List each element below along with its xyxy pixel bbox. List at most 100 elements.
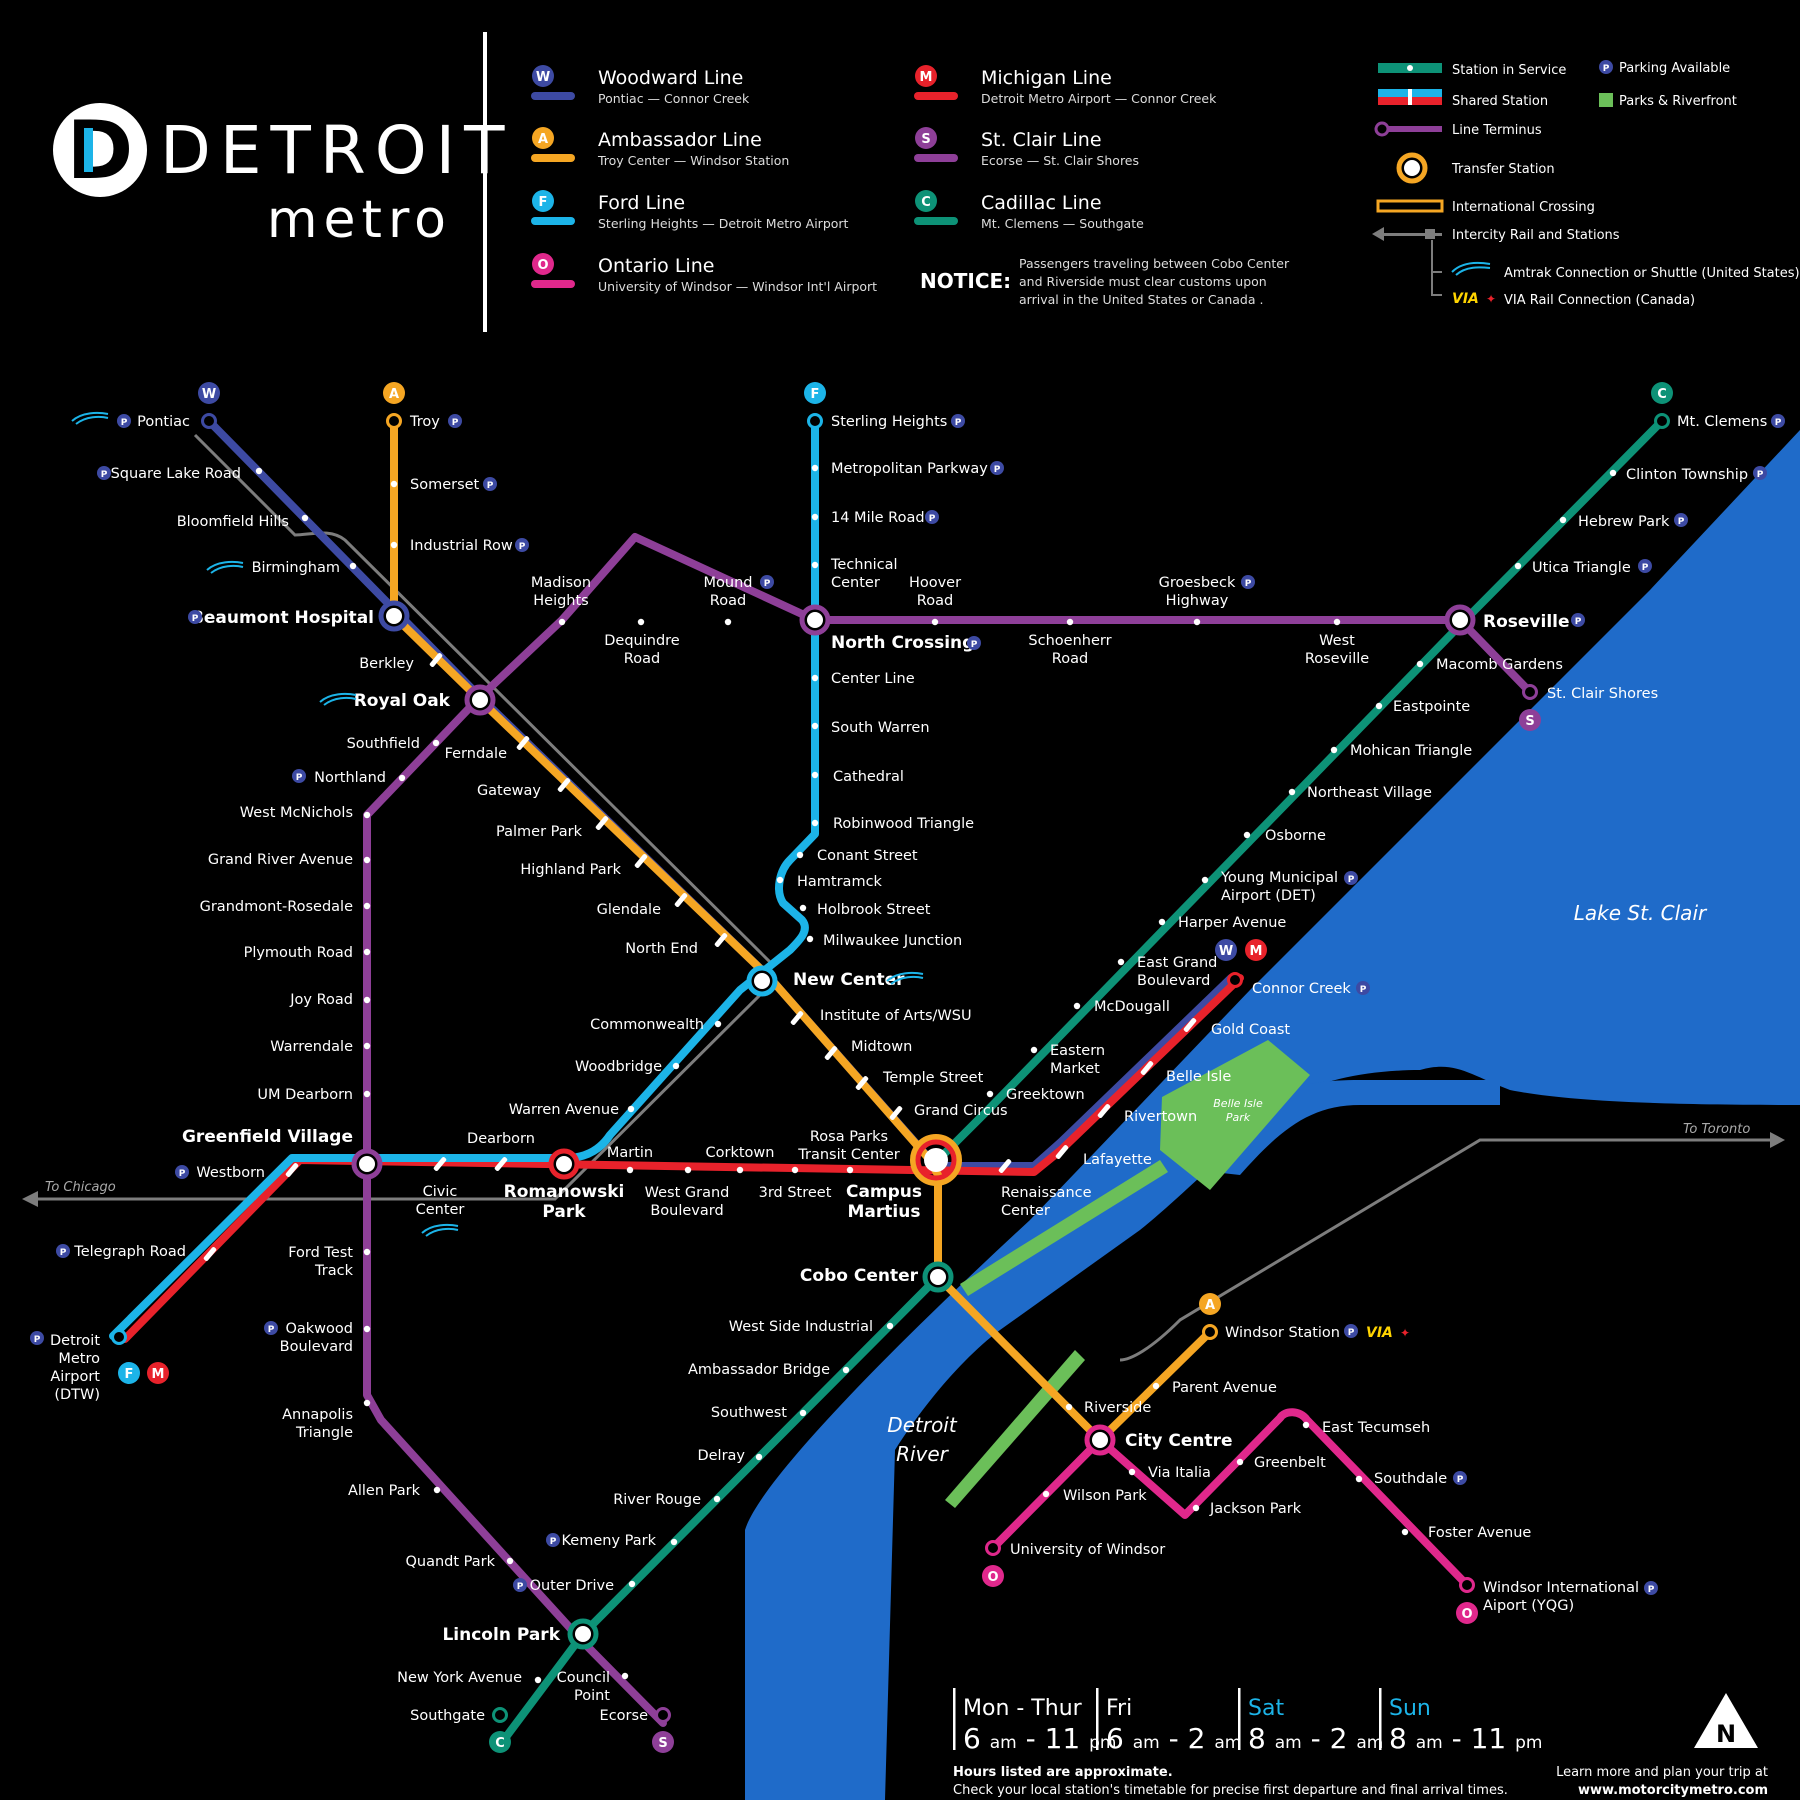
station-plymouth-road[interactable]: Plymouth Road	[244, 945, 371, 961]
station-conant-street[interactable]: Conant Street	[796, 848, 918, 864]
station-midtown[interactable]: Midtown	[824, 1039, 912, 1061]
station-osborne[interactable]: Osborne	[1243, 828, 1326, 844]
station-hamtramck[interactable]: Hamtramck	[776, 874, 883, 890]
station-um-dearborn[interactable]: UM Dearborn	[257, 1087, 371, 1103]
station-gateway[interactable]: Gateway	[477, 777, 571, 799]
station-south-warren[interactable]: South Warren	[811, 720, 930, 736]
station-ambassador-bridge[interactable]: Ambassador Bridge	[688, 1362, 850, 1378]
station-ferndale[interactable]: Ferndale	[445, 735, 530, 762]
station-harper-avenue[interactable]: Harper Avenue	[1158, 915, 1287, 931]
station-mohican-triangle[interactable]: Mohican Triangle	[1330, 743, 1472, 759]
station-southwest[interactable]: Southwest	[711, 1405, 807, 1421]
station-joy-road[interactable]: Joy Road	[289, 992, 371, 1008]
station-birmingham[interactable]: Birmingham	[252, 560, 357, 576]
station-delray[interactable]: Delray	[697, 1448, 763, 1464]
station-new-york-avenue[interactable]: New York Avenue	[397, 1670, 542, 1686]
station-lincoln-park[interactable]: Lincoln Park	[442, 1618, 599, 1650]
station-rivertown[interactable]: Rivertown	[1097, 1103, 1197, 1125]
station-via-italia[interactable]: Via Italia	[1128, 1465, 1211, 1481]
station-west-mcnichols[interactable]: West McNichols	[240, 805, 371, 821]
station-glendale[interactable]: Glendale	[597, 892, 688, 918]
station-warrendale[interactable]: Warrendale	[270, 1039, 371, 1055]
station-bloomfield-hills[interactable]: Bloomfield Hills	[177, 514, 309, 530]
station-center-line[interactable]: Center Line	[811, 671, 915, 687]
station-lafayette[interactable]: Lafayette	[1055, 1144, 1152, 1168]
station-northeast-village[interactable]: Northeast Village	[1288, 785, 1432, 801]
station-berkley[interactable]: Berkley	[359, 652, 443, 672]
station-parent-avenue[interactable]: Parent Avenue	[1152, 1380, 1277, 1396]
station-riverside[interactable]: Riverside	[1065, 1400, 1152, 1416]
station-warren-avenue[interactable]: Warren Avenue	[509, 1102, 635, 1118]
station-jackson-park[interactable]: Jackson Park	[1192, 1501, 1302, 1517]
station-institute-of-arts[interactable]: Institute of Arts/WSU	[790, 1008, 972, 1026]
station-north-end[interactable]: North End	[625, 932, 728, 957]
station-foster-avenue[interactable]: Foster Avenue	[1401, 1525, 1532, 1541]
station-eastpointe[interactable]: Eastpointe	[1375, 699, 1470, 715]
station-quandt-park[interactable]: Quandt Park	[405, 1554, 514, 1570]
station-cobo-center[interactable]: Cobo Center	[800, 1261, 954, 1293]
station-ecorse[interactable]: Ecorse	[600, 1707, 671, 1724]
station-royal-oak[interactable]: Royal Oak	[354, 684, 496, 716]
station-university-of-windsor[interactable]: University of Windsor	[985, 1540, 1166, 1559]
station-grand-river-avenue[interactable]: Grand River Avenue	[208, 852, 371, 868]
station-palmer-park[interactable]: Palmer Park	[496, 815, 609, 840]
station-belle-isle[interactable]: Belle Isle	[1140, 1060, 1231, 1085]
station-commonwealth[interactable]: Commonwealth	[590, 1017, 722, 1033]
station-city-centre[interactable]: City Centre	[1084, 1424, 1233, 1456]
station-st-clair-shores[interactable]: St. Clair Shores	[1522, 684, 1659, 703]
station-robinwood-triangle[interactable]: Robinwood Triangle	[811, 816, 974, 832]
station-3rd-street[interactable]: 3rd Street	[759, 1166, 832, 1201]
station-wilson-park[interactable]: Wilson Park	[1042, 1488, 1147, 1504]
station-allen-park[interactable]: Allen Park	[348, 1483, 441, 1499]
station-gold-coast[interactable]: Gold Coast	[1183, 1017, 1290, 1038]
station-highland-park[interactable]: Highland Park	[520, 853, 648, 878]
station-cathedral[interactable]: Cathedral	[811, 769, 904, 785]
station-southfield[interactable]: Southfield	[347, 736, 440, 752]
station-river-rouge[interactable]: River Rouge	[613, 1492, 721, 1508]
station-holbrook-street[interactable]: Holbrook Street	[799, 902, 931, 918]
station-greenfield-village[interactable]: Greenfield Village	[182, 1127, 383, 1180]
station-west-side-industrial[interactable]: West Side Industrial	[729, 1319, 894, 1335]
